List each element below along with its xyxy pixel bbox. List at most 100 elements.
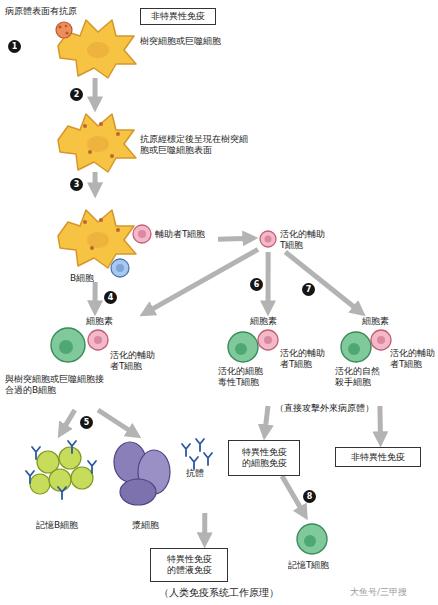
antibody-symbol xyxy=(204,453,212,465)
cell-label: 病原體表面有抗原 xyxy=(5,6,95,17)
flow-arrow xyxy=(265,406,268,434)
antigen-dot xyxy=(99,218,103,222)
flow-arrow xyxy=(377,406,383,441)
memory-b-cell xyxy=(30,474,50,494)
cell-stage: 細胞素活化的輔助者T細胞活化的細胞毒性T細胞 xyxy=(212,316,312,406)
helper-t-cell xyxy=(133,225,151,243)
flow-arrow xyxy=(93,78,98,106)
flow-arrow xyxy=(266,252,271,310)
cell-label: 樹突細胞或巨噬細胞 xyxy=(140,36,240,47)
note-label: （直接攻擊外來病原體） xyxy=(270,403,378,413)
antibody-symbol xyxy=(26,471,34,483)
dendritic-cell xyxy=(58,114,136,172)
category-box: 特異性免疫的體液免疫 xyxy=(150,548,228,582)
cell-label: 活化的輔助T細胞 xyxy=(280,229,330,251)
cell-nucleus xyxy=(304,535,316,547)
antigen-dot xyxy=(116,228,120,232)
cell-label: 活化的自然殺手細胞 xyxy=(335,366,385,388)
cell-label: B細胞 xyxy=(70,273,110,284)
antibody-symbol xyxy=(182,444,190,456)
antigen-dot xyxy=(58,25,61,28)
b-cell xyxy=(111,259,129,277)
antigen-dot xyxy=(65,25,68,28)
flow-arrow xyxy=(93,172,98,192)
cell-stage: 輔助者T細胞 B細胞 xyxy=(45,198,218,282)
callout-number: 1 xyxy=(8,40,21,53)
callout-number: 7 xyxy=(302,283,315,296)
cell-label: 細胞素 xyxy=(250,316,290,327)
cell-label: 抗原經標定後呈現在樹突細胞或巨噬細胞表面 xyxy=(140,134,256,156)
cell-stage: 記憶B細胞 xyxy=(22,438,102,500)
caption: （人类免疫系统工作原理） xyxy=(0,586,438,600)
flow-arrow xyxy=(202,513,207,542)
flow-arrow xyxy=(282,476,305,515)
helper-t-cell xyxy=(371,330,391,350)
cell-stage: 細胞素活化的輔助者T細胞與樹突細胞或巨噬細胞接合過的B細胞 xyxy=(5,316,160,410)
helper-t-cell xyxy=(88,330,108,350)
box-text: 特異性免疫的體液免疫 xyxy=(166,554,213,576)
helper-t-cell xyxy=(258,330,278,350)
cell-label: 記憶B細胞 xyxy=(36,520,106,531)
watermark: 大鱼号/三甲搜 xyxy=(350,587,438,598)
antibody-symbol xyxy=(58,487,66,499)
plasma-cell xyxy=(120,479,156,505)
cell-stage: 活化的輔助T細胞 xyxy=(258,226,336,252)
category-box: 非特異性免疫 xyxy=(140,8,216,25)
flow-arrow xyxy=(61,410,75,433)
cell-nucleus xyxy=(265,236,272,243)
antigen-dot xyxy=(116,132,120,136)
category-box: 特異性免疫的細胞免疫 xyxy=(228,440,300,476)
antigen-dot xyxy=(90,246,94,250)
memory-b-cell xyxy=(59,447,81,469)
callout-number: 3 xyxy=(70,178,83,191)
pathogen xyxy=(56,22,72,38)
cell-stage: 抗原經標定後呈現在樹突細胞或巨噬細胞表面 xyxy=(50,112,135,172)
cell-stage: 細胞素活化的輔助者T細胞活化的自然殺手細胞 xyxy=(330,316,434,406)
cell-stage: 病原體表面有抗原樹突細胞或巨噬細胞 xyxy=(50,18,135,78)
cell-nucleus xyxy=(377,336,385,344)
cell-label: 活化的輔助者T細胞 xyxy=(280,348,330,370)
antibody-symbol xyxy=(190,457,198,469)
b-cell-activated xyxy=(51,328,85,362)
callout-number: 4 xyxy=(104,291,117,304)
cell-nucleus xyxy=(59,340,73,354)
antigen-dot xyxy=(110,154,114,158)
callout-number: 5 xyxy=(80,416,93,429)
antigen-dot xyxy=(83,124,87,128)
memory-t-cell xyxy=(297,524,327,554)
flow-arrow xyxy=(145,249,258,313)
cell-label: 活化的輔助者T細胞 xyxy=(390,348,436,370)
memory-b-cell xyxy=(71,467,93,489)
antibody-symbol xyxy=(32,447,40,459)
cell-nucleus xyxy=(235,343,247,355)
cell-label: 記憶T細胞 xyxy=(288,560,348,571)
memory-b-cell xyxy=(49,469,71,491)
callout-number: 6 xyxy=(250,278,263,291)
cell-label: 細胞素 xyxy=(362,316,402,327)
flow-arrow xyxy=(285,252,360,312)
dendritic-cell xyxy=(58,210,136,268)
cytotoxic-t-cell xyxy=(228,332,258,362)
antigen-dot xyxy=(83,220,87,224)
box-text: 非特異性免疫 xyxy=(343,452,413,463)
cell-nucleus xyxy=(94,336,102,344)
antigen-dot xyxy=(88,150,92,154)
antibody-symbol xyxy=(88,461,96,473)
cell-label: 活化的細胞毒性T細胞 xyxy=(218,366,268,388)
cell-label: 輔助者T細胞 xyxy=(155,229,217,240)
cell-label: 細胞素 xyxy=(86,316,126,327)
helper-t-cell xyxy=(260,231,276,247)
antibody-symbol xyxy=(68,441,76,453)
flow-arrow xyxy=(92,282,97,310)
cell-label: 與樹突細胞或巨噬細胞接合過的B細胞 xyxy=(5,374,105,396)
antigen-dot xyxy=(65,31,68,34)
antibody-label: 抗體 xyxy=(186,468,216,479)
box-text: 特異性免疫的細胞免疫 xyxy=(241,447,288,469)
callout-number: 2 xyxy=(70,88,83,101)
flow-arrow xyxy=(98,410,136,435)
